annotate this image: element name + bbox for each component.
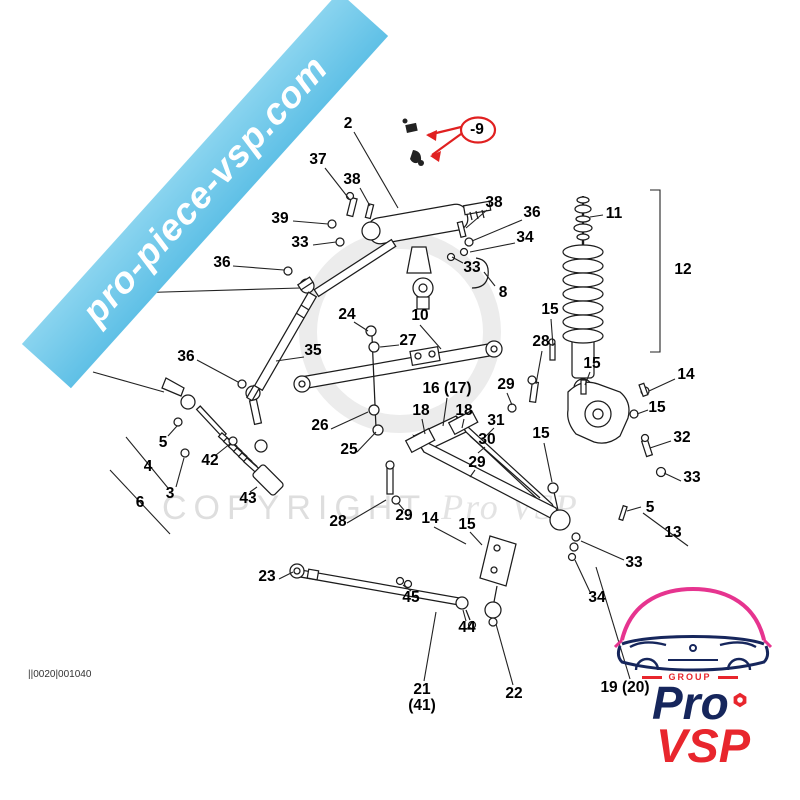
highlight-group bbox=[426, 116, 497, 162]
part-label-1617: 16 (17) bbox=[422, 380, 472, 397]
highlight-circle bbox=[459, 116, 497, 144]
part-label-33: 33 bbox=[463, 259, 481, 276]
part-label-14: 14 bbox=[421, 510, 439, 527]
part-label-36: 36 bbox=[523, 204, 541, 221]
part-label-11: 11 bbox=[605, 205, 623, 222]
highlight-arrow bbox=[431, 133, 462, 156]
part-label-15: 15 bbox=[583, 355, 601, 372]
logo-group-row: GROUP bbox=[600, 672, 780, 682]
provsp-logo: GROUP Pro VSP bbox=[600, 580, 795, 790]
part-label-30: 30 bbox=[478, 431, 496, 448]
part-label-31: 31 bbox=[487, 412, 505, 429]
part-label-28: 28 bbox=[532, 333, 550, 350]
part-label--9: -9 bbox=[470, 121, 484, 138]
part-label-8: 8 bbox=[498, 284, 508, 301]
part-label-41: (41) bbox=[408, 697, 436, 714]
part-label-32: 32 bbox=[673, 429, 691, 446]
part-label-27: 27 bbox=[399, 332, 417, 349]
hexagon-nut-icon bbox=[733, 692, 747, 708]
part-label-15: 15 bbox=[541, 301, 559, 318]
part-label-45: 45 bbox=[402, 589, 420, 606]
car-logo bbox=[613, 586, 773, 672]
part-label-38: 38 bbox=[485, 194, 503, 211]
part-label-26: 26 bbox=[311, 417, 329, 434]
part-label-14: 14 bbox=[677, 366, 695, 383]
diagram-parts bbox=[161, 191, 667, 630]
part-label-28: 28 bbox=[329, 513, 347, 530]
part-label-6: 6 bbox=[135, 494, 145, 511]
copyright-word: COPYRIGHT bbox=[162, 489, 428, 527]
clamp-parts bbox=[402, 118, 424, 166]
group-dash-left bbox=[642, 675, 663, 679]
group-dash-right bbox=[717, 675, 738, 679]
part-label-29: 29 bbox=[497, 376, 515, 393]
part-label-10: 10 bbox=[411, 307, 429, 324]
part-label-44: 44 bbox=[458, 619, 476, 636]
part-label-36: 36 bbox=[177, 348, 195, 365]
part-label-35: 35 bbox=[304, 342, 322, 359]
part-label-15: 15 bbox=[648, 399, 666, 416]
part-label-18: 18 bbox=[455, 402, 473, 419]
part-label-33: 33 bbox=[683, 469, 701, 486]
part-label-42: 42 bbox=[201, 452, 219, 469]
part-label-34: 34 bbox=[516, 229, 534, 246]
part-label-4: 4 bbox=[143, 458, 153, 475]
logo-brand-top: Pro bbox=[652, 677, 729, 729]
part-label-36: 36 bbox=[213, 254, 231, 271]
leader-lines bbox=[92, 131, 689, 686]
part-label-12: 12 bbox=[674, 261, 692, 278]
part-label-38: 38 bbox=[343, 171, 361, 188]
part-label-39: 39 bbox=[271, 210, 289, 227]
part-label-21: 21 bbox=[413, 681, 431, 698]
part-label-24: 24 bbox=[338, 306, 356, 323]
part-label-1920: 19 (20) bbox=[600, 679, 650, 696]
part-label-2: 2 bbox=[343, 115, 353, 132]
part-label-37: 37 bbox=[309, 151, 327, 168]
part-label-5: 5 bbox=[158, 434, 168, 451]
part-label-23: 23 bbox=[258, 568, 276, 585]
part-label-13: 13 bbox=[664, 524, 682, 541]
part-label-25: 25 bbox=[340, 441, 358, 458]
part-label-33: 33 bbox=[625, 554, 643, 571]
part-label-3: 3 bbox=[165, 485, 175, 502]
part-label-29: 29 bbox=[468, 454, 486, 471]
part-label-15: 15 bbox=[532, 425, 550, 442]
part-label-22: 22 bbox=[505, 685, 523, 702]
part-label-43: 43 bbox=[239, 490, 257, 507]
logo-group-label: GROUP bbox=[668, 672, 712, 682]
reference-code: ||0020|001040 bbox=[28, 669, 92, 680]
part-label-18: 18 bbox=[412, 402, 430, 419]
part-label-29: 29 bbox=[395, 507, 413, 524]
part-label-33: 33 bbox=[291, 234, 309, 251]
part-label-15: 15 bbox=[458, 516, 476, 533]
part-label-5: 5 bbox=[645, 499, 655, 516]
logo-brand-bottom: VSP bbox=[656, 719, 751, 772]
part-label-34: 34 bbox=[588, 589, 606, 606]
